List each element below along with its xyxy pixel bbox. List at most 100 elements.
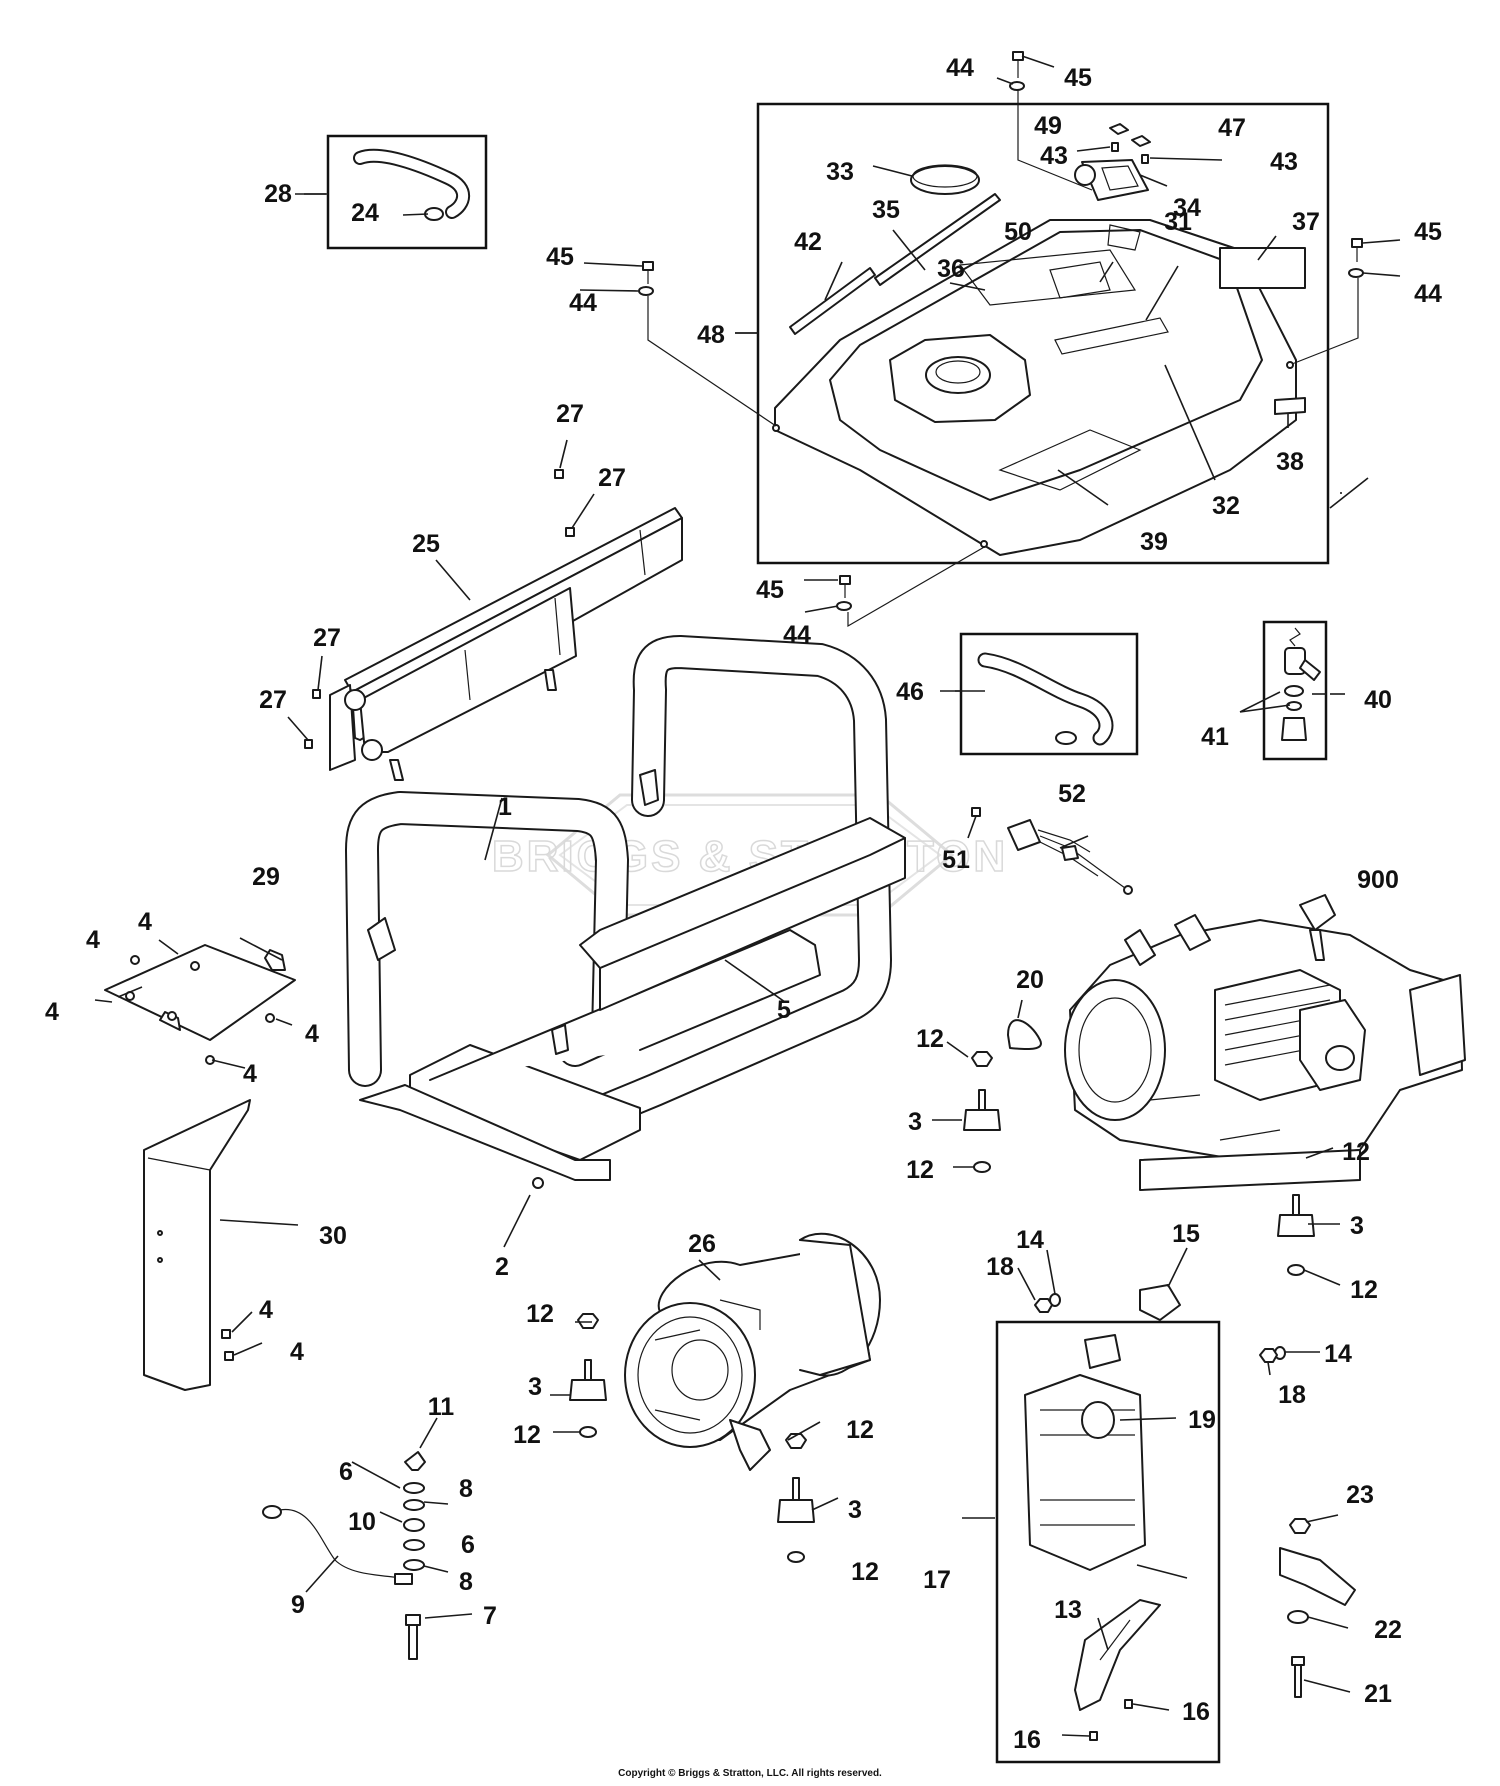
cradle-bar-5 [579,817,906,1011]
callout-18-a: 18 [986,1253,1014,1281]
callout-4-e: 4 [243,1060,257,1088]
bracket-13 [1074,1599,1161,1711]
callout-29: 29 [252,863,280,891]
callout-43-a: 43 [1040,142,1068,170]
callout-48: 48 [697,321,725,349]
muffler-19 [1024,1334,1146,1571]
callout-8-b: 8 [459,1568,473,1596]
callout-40: 40 [1364,686,1392,714]
decal-47 [1131,135,1151,147]
decal-49 [1109,123,1129,135]
callout-9: 9 [291,1591,305,1619]
decal-42 [789,267,876,335]
callout-4-b: 4 [86,926,100,954]
callout-4-g: 4 [290,1338,304,1366]
callout-20: 20 [1016,966,1044,994]
base-plate-29 [104,944,296,1065]
callout-37: 37 [1292,208,1320,236]
callout-labels: 1 2 3 3 3 3 4 4 4 4 4 4 4 5 6 6 7 8 8 9 … [45,54,1442,1754]
callout-34: 34 [1173,194,1201,222]
callout-12-c: 12 [916,1025,944,1053]
gasket-15 [1139,1284,1181,1321]
callout-3-a: 3 [908,1108,922,1136]
callout-35: 35 [872,196,900,224]
hose-kit-box-46 [959,632,1139,756]
fasteners-14-16-18 [1034,1293,1286,1741]
callout-7: 7 [483,1602,497,1630]
callout-25: 25 [412,530,440,558]
fuel-tank-31 [772,219,1297,556]
callout-27-c: 27 [313,624,341,652]
callout-16-b: 16 [1182,1698,1210,1726]
callout-15: 15 [1172,1220,1200,1248]
alignment-lines [647,90,1359,628]
callout-44-c: 44 [1414,280,1442,308]
callout-44-d: 44 [783,621,811,649]
ground-wire-9 [262,1505,413,1585]
spark-plug-boot-20 [1007,1019,1042,1050]
callout-50: 50 [1004,218,1032,246]
callout-13: 13 [1054,1596,1082,1624]
bracket-23 [1279,1518,1356,1698]
callout-36: 36 [937,255,965,283]
box-callout-dashes [295,193,1345,1519]
callout-10: 10 [348,1508,376,1536]
callout-17: 17 [923,1566,951,1594]
control-panel-25 [329,507,683,781]
callout-45-b: 45 [546,243,574,271]
callout-19: 19 [1188,1406,1216,1434]
callout-6-a: 6 [339,1458,353,1486]
callout-45-a: 45 [1064,64,1092,92]
callout-2: 2 [495,1253,509,1281]
hose-kit-box-28 [326,134,488,250]
decal-38 [1274,397,1306,415]
grounding-stud-hardware [403,1451,426,1660]
callout-11: 11 [428,1393,455,1421]
leader-lines [94,55,1401,1737]
screws-27 [304,469,575,749]
decal-37 [1219,247,1306,289]
callout-900: 900 [1357,866,1399,894]
callout-41: 41 [1201,723,1229,751]
callout-21: 21 [1364,1680,1392,1708]
callout-39: 39 [1140,528,1168,556]
callout-4-f: 4 [259,1296,273,1324]
callout-18-b: 18 [1278,1381,1306,1409]
callout-16-a: 16 [1013,1726,1041,1754]
callout-12-d: 12 [906,1156,934,1184]
callout-44-a: 44 [946,54,974,82]
callout-4-c: 4 [45,998,59,1026]
fuel-cap-33 [910,164,980,195]
callout-28: 28 [264,180,292,208]
callout-12-e: 12 [1342,1138,1370,1166]
screws-4-lower [221,1329,234,1361]
callout-4-d: 4 [305,1020,319,1048]
callout-43-b: 43 [1270,148,1298,176]
fuel-gauge-34 [1074,159,1149,201]
screw-51 [971,807,981,817]
callout-27-b: 27 [598,464,626,492]
alternator-26 [624,1232,881,1471]
callout-12-f: 12 [1350,1276,1378,1304]
side-panel-30 [143,1099,251,1391]
decal-35 [874,193,1001,286]
callout-12-a: 12 [526,1300,554,1328]
callout-23: 23 [1346,1481,1374,1509]
callout-49: 49 [1034,112,1062,140]
callout-12-b: 12 [513,1421,541,1449]
callout-27-a: 27 [556,400,584,428]
callout-4-a: 4 [138,908,152,936]
muffler-kit-box-17 [995,1320,1221,1764]
callout-3-d: 3 [848,1496,862,1524]
callout-33: 33 [826,158,854,186]
callout-12-h: 12 [851,1558,879,1586]
screws-43-44-45 [638,51,1364,611]
callout-6-b: 6 [461,1531,475,1559]
callout-38: 38 [1276,448,1304,476]
callout-47: 47 [1218,114,1246,142]
callout-14-a: 14 [1016,1226,1044,1254]
callout-27-d: 27 [259,686,287,714]
engine-900 [1064,894,1466,1191]
callout-8-a: 8 [459,1475,473,1503]
callout-12-g: 12 [846,1416,874,1444]
